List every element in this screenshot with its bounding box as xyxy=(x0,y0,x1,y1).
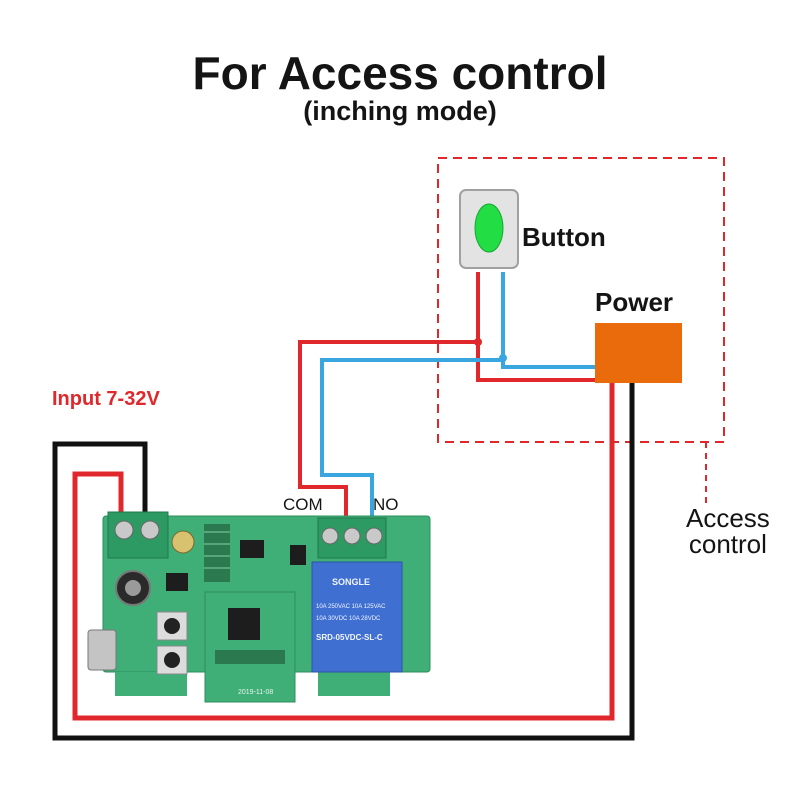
relay-board: 2019-11-08 SONGLE 10A 250VAC 10A 125VAC … xyxy=(87,511,431,703)
relay-rating-2: 10A 30VDC 10A 28VDC xyxy=(316,616,381,622)
small-capacitor xyxy=(171,530,195,554)
blue-button-wire xyxy=(501,272,595,369)
red-power-wire xyxy=(72,382,615,721)
red-com-wire xyxy=(298,340,478,522)
power-box xyxy=(595,323,682,383)
input-voltage-label: Input 7-32V xyxy=(52,388,160,410)
pcb-tab-left xyxy=(115,672,187,696)
chip-2 xyxy=(240,540,264,558)
red-junction xyxy=(474,338,482,346)
blue-junction xyxy=(499,354,507,362)
power-label: Power xyxy=(595,287,674,317)
relay-model: SRD-05VDC-SL-C xyxy=(316,633,383,642)
micro-usb-port xyxy=(87,629,117,671)
relay xyxy=(311,561,403,673)
chip-1 xyxy=(166,573,188,591)
wifi-module-chip xyxy=(228,608,260,640)
module-date-text: 2019-11-08 xyxy=(238,689,273,696)
relay-screw-1 xyxy=(321,527,339,545)
access-control-boundary xyxy=(437,157,725,443)
chip-3 xyxy=(290,545,306,565)
page-title: For Access control xyxy=(192,47,608,99)
access-label-line-1: Access xyxy=(686,503,770,533)
push-button-led-icon xyxy=(474,203,504,253)
access-control-label: Access control xyxy=(686,505,770,557)
com-terminal-label: COM xyxy=(283,495,323,514)
black-power-wire xyxy=(52,382,635,741)
tact-switch-2-cap xyxy=(164,652,180,668)
red-button-wire xyxy=(476,272,595,382)
tact-switch-1-cap xyxy=(164,618,180,634)
button-label: Button xyxy=(522,222,606,252)
antenna-coil xyxy=(204,524,230,582)
wifi-module-pin-strip xyxy=(215,650,285,664)
pcb-tab-right xyxy=(318,672,390,696)
page-subtitle: (inching mode) xyxy=(303,96,497,126)
input-screw-2 xyxy=(140,520,160,540)
relay-brand: SONGLE xyxy=(332,577,370,587)
capacitor-top xyxy=(125,580,141,596)
no-terminal-label: NO xyxy=(373,495,399,514)
relay-screw-3 xyxy=(365,527,383,545)
relay-screw-2 xyxy=(343,527,361,545)
blue-no-wire xyxy=(320,358,503,522)
input-screw-1 xyxy=(114,520,134,540)
relay-rating-1: 10A 250VAC 10A 125VAC xyxy=(316,604,386,610)
access-label-line-2: control xyxy=(688,529,767,559)
